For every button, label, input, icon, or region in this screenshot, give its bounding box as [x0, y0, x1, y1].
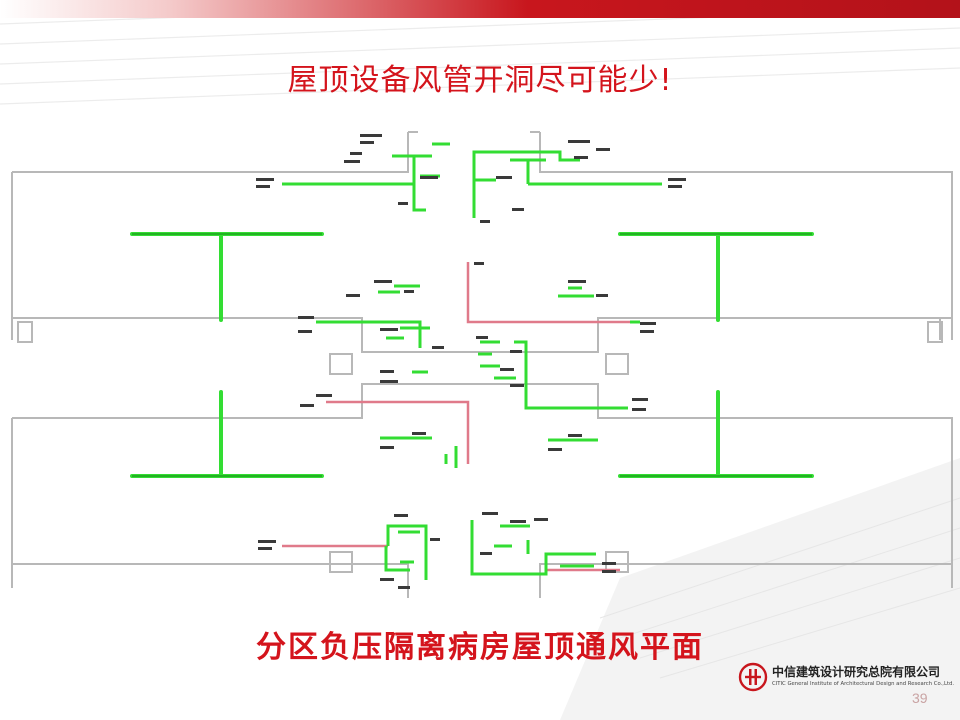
roof-ventilation-plan: [11, 131, 953, 598]
drawing-annotations: [256, 134, 686, 589]
duct-group-top-right: [472, 150, 662, 218]
duct-group-bottom-right: [470, 520, 596, 576]
exhaust-ducts: [282, 262, 630, 572]
top-banner: [0, 0, 960, 18]
building-walls: [11, 131, 953, 598]
t-ducts: [130, 232, 814, 478]
duct-group-mid-right: [478, 286, 640, 410]
company-name-en: CITIC General Institute of Architectural…: [772, 681, 955, 687]
company-logo: 中信建筑设计研究总院有限公司 CITIC General Institute o…: [738, 660, 955, 696]
slide-title: 屋顶设备风管开洞尽可能少!: [287, 63, 673, 98]
citic-logo-icon: [738, 662, 768, 692]
duct-group-bottom-left: [384, 524, 428, 580]
company-name-cn: 中信建筑设计研究总院有限公司: [772, 665, 941, 679]
page-number: 39: [912, 690, 928, 706]
duct-group-mid-left: [316, 284, 430, 374]
background-stripes: [0, 18, 960, 720]
drawing-caption: 分区负压隔离病房屋顶通风平面: [256, 630, 704, 665]
